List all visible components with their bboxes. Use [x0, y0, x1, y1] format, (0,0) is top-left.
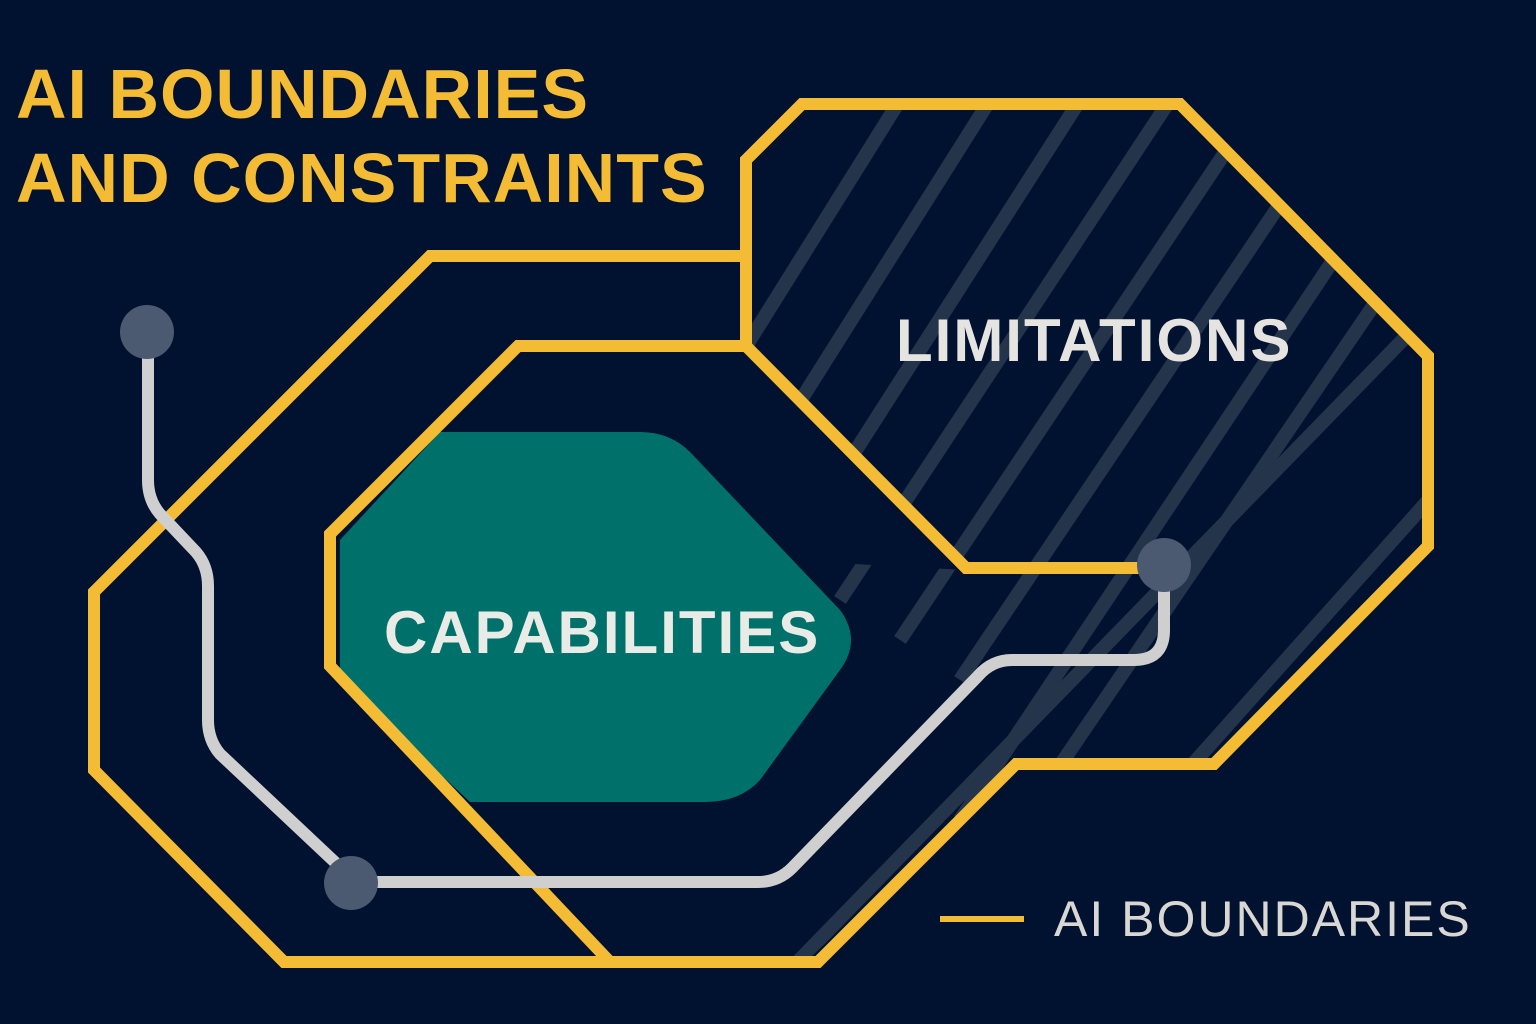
capabilities-region [340, 432, 851, 802]
node-bottom-left [324, 856, 378, 910]
node-right [1137, 538, 1191, 592]
diagram-title: AI BOUNDARIES AND CONSTRAINTS [16, 52, 708, 220]
limitations-hatch [746, 104, 1428, 958]
legend: AI BOUNDARIES [940, 890, 1472, 948]
node-top-left [120, 305, 174, 359]
connector-bottom [350, 560, 1170, 888]
outer-boundary [88, 98, 1434, 968]
legend-line-swatch [940, 916, 1024, 922]
limitations-label: LIMITATIONS [896, 307, 1293, 374]
title-line-1: AI BOUNDARIES [16, 55, 590, 133]
inner-boundary [324, 340, 1140, 967]
connector-left [142, 326, 362, 888]
legend-label: AI BOUNDARIES [1054, 891, 1472, 947]
title-line-2: AND CONSTRAINTS [16, 139, 708, 217]
capabilities-label: CAPABILITIES [384, 599, 821, 666]
